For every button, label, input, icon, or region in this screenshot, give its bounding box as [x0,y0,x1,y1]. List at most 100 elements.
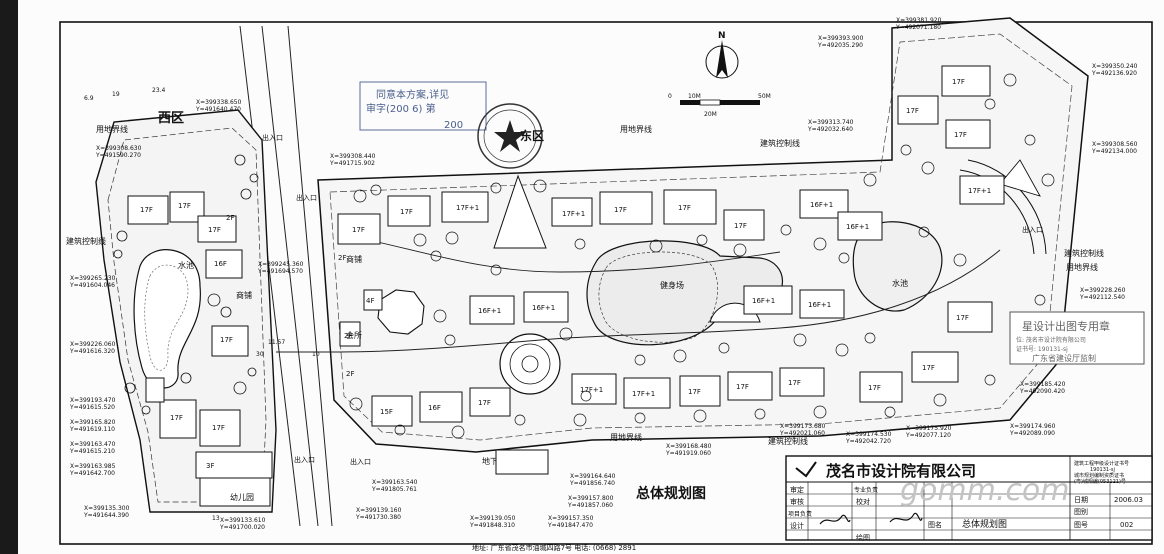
drawing-text-label: 水池 [892,278,908,288]
west-shops-label: 商铺 [236,290,252,300]
drawing-text-label: 广东省建设厅监制 [1032,353,1096,363]
drawing-text-label: 17F [688,388,701,396]
drawing-text-label: 2006.03 [1114,496,1143,504]
line-labels: 用地界线 建筑控制线 用地界线 建筑控制线 建筑控制线 用地界线 用地界线 建筑… [66,124,1104,446]
drawing-text-label: 17F+1 [632,390,655,398]
drawing-text-label: 建筑工程甲级设计证书号 [1074,460,1129,467]
main-road [239,25,333,527]
drawing-text-label: 10M [688,93,701,100]
drawing-text-label: 城市规划编制资质证书 [1074,472,1124,479]
drawing-text-label: 17F+1 [456,204,479,212]
drawing-text-label: 10 [312,351,320,358]
drawing-text-label: 出入口 [294,455,315,464]
drawing-title: 总体规划图 [636,485,706,502]
drawing-text-label: 出入口 [262,133,283,142]
drawing-text-label: 图别 [1074,507,1088,516]
drawing-text-label: 17F [922,364,935,372]
drawing-text-label: 16F [214,260,227,268]
east-building-labels: 17F 17F 17F+1 17F+1 17F 17F 17F 16F+1 16… [338,78,991,416]
drawing-text-label: 17F [952,78,965,86]
drawing-text-label: 用地界线 [96,124,128,134]
entrance-labels: 出入口 出入口 出入口 出入口 出入口 [262,133,1043,466]
drawing-text-label: 用地界线 [1066,262,1098,272]
round-seal [477,103,543,169]
company-name: 茂名市设计院有限公司 [826,462,976,480]
drawing-text-label: 20M [704,111,717,118]
drawing-text-label: 商铺 [346,254,362,264]
drawing-text-label: 17F [678,204,691,212]
footer-note: 地址: 广东省茂名市油城四路7号 电话: (0668) 2891 [472,543,636,552]
drawing-text-label: 17F [736,383,749,391]
drawing-text-label: 会所 [346,330,362,340]
drawing-text-label: 17F [178,202,191,210]
drawing-text-label: 绘图 [856,533,870,542]
company-logo-icon [795,461,817,478]
drawing-text-label: 13 [212,515,220,522]
drawing-text-label: 位: 茂名市设计院有限公司 [1016,336,1086,344]
drawing-text-label: 日期 [1074,496,1088,504]
drawing-text-label: 17F [400,208,413,216]
drawing-text-label: 4F [366,297,374,305]
drawing-text-label: 17F+1 [968,187,991,195]
approval-stamp: 同意本方案,详见 审字(200 6) 第 200 [359,81,487,131]
drawing-text-label: 23.4 [152,87,166,94]
drawing-text-label: 16F+1 [752,297,775,305]
drawing-text-label: 6.9 [84,95,94,102]
title-block-drawing-name: 总体规划图 [962,518,1007,530]
drawing-text-label: 50M [758,93,771,100]
drawing-text-label: 健身场 [660,280,684,290]
west-buildings [127,191,273,507]
design-stamp: 星设计出图专用章 位: 茂名市设计院有限公司 证书号: 190131-sj 广东… [1009,311,1145,365]
drawing-text-label: 17F [170,414,183,422]
drawing-text-label: 16F+1 [846,223,869,231]
west-zone-label: 西区 [158,111,184,126]
drawing-text-label: 17F [868,384,881,392]
drawing-text-label: 16F+1 [532,304,555,312]
drawing-text-label: 建筑控制线 [1064,248,1104,258]
drawing-text-label: 出入口 [350,457,371,466]
scale-bar: 0 10M 50M 20M [668,93,771,118]
drawing-text-label: 190131-sj [1090,467,1115,473]
drawing-text-label: 17F [954,131,967,139]
drawing-text-label: 17F+1 [580,386,603,394]
drawing-text-label: 审定 [790,485,804,494]
drawing-text-label: 用地界线 [620,124,652,134]
scan-edge [0,0,18,554]
drawing-text-label: 2F [338,254,346,262]
drawing-text-label: 审核 [790,497,804,506]
drawing-text-label: 17F [140,206,153,214]
drawing-text-label: 16F+1 [810,201,833,209]
